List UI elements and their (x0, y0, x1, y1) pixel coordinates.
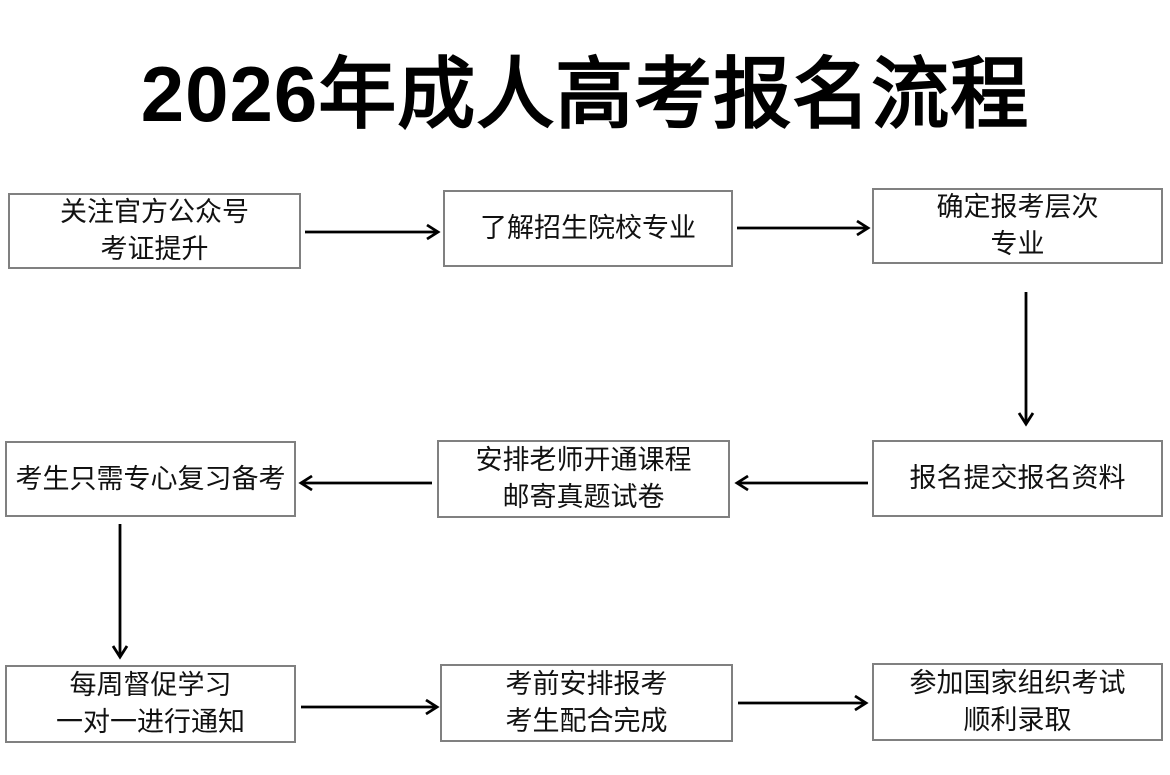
arrow-step3-to-step4 (1017, 292, 1035, 427)
flow-step-4: 报名提交报名资料 (872, 440, 1163, 517)
flow-step-8-line-2: 考生配合完成 (505, 706, 668, 736)
flow-step-2: 了解招生院校专业 (443, 190, 733, 267)
arrow-step5-to-step6 (298, 474, 432, 492)
flow-step-9-line-1: 参加国家组织考试 (909, 668, 1126, 698)
flow-step-3-line-1: 确定报考层次 (936, 192, 1099, 222)
arrow-step2-to-step3 (737, 219, 871, 237)
flow-step-4-line-1: 报名提交报名资料 (909, 463, 1126, 493)
arrow-step1-to-step2 (305, 223, 441, 241)
flow-step-5: 安排老师开通课程 邮寄真题试卷 (437, 440, 730, 518)
arrow-step4-to-step5 (734, 474, 868, 492)
flow-step-8-line-1: 考前安排报考 (505, 669, 668, 699)
flow-step-3-line-2: 专业 (990, 229, 1045, 259)
flow-step-7-line-1: 每周督促学习 (69, 670, 232, 700)
flow-step-2-line-1: 了解招生院校专业 (480, 213, 696, 243)
flow-step-1: 关注官方公众号 考证提升 (8, 193, 301, 269)
flow-step-1-line-1: 关注官方公众号 (60, 197, 249, 227)
flow-step-7: 每周督促学习 一对一进行通知 (5, 665, 296, 743)
flow-step-8: 考前安排报考 考生配合完成 (440, 664, 733, 742)
flow-step-9-line-2: 顺利录取 (963, 705, 1072, 735)
flow-step-6-line-1: 考生只需专心复习备考 (15, 463, 286, 494)
flow-step-5-line-2: 邮寄真题试卷 (502, 482, 665, 512)
arrow-step6-to-step7 (111, 524, 129, 660)
flow-step-7-line-2: 一对一进行通知 (56, 707, 245, 737)
arrow-step7-to-step8 (301, 698, 440, 716)
arrow-step8-to-step9 (738, 694, 869, 712)
flow-step-3: 确定报考层次 专业 (872, 188, 1163, 264)
flow-step-5-line-1: 安排老师开通课程 (475, 445, 692, 475)
page-title: 2026年成人高考报名流程 (140, 50, 1030, 138)
flow-step-1-line-2: 考证提升 (100, 234, 209, 264)
flow-step-9: 参加国家组织考试 顺利录取 (872, 663, 1163, 741)
flow-step-6: 考生只需专心复习备考 (5, 441, 296, 517)
